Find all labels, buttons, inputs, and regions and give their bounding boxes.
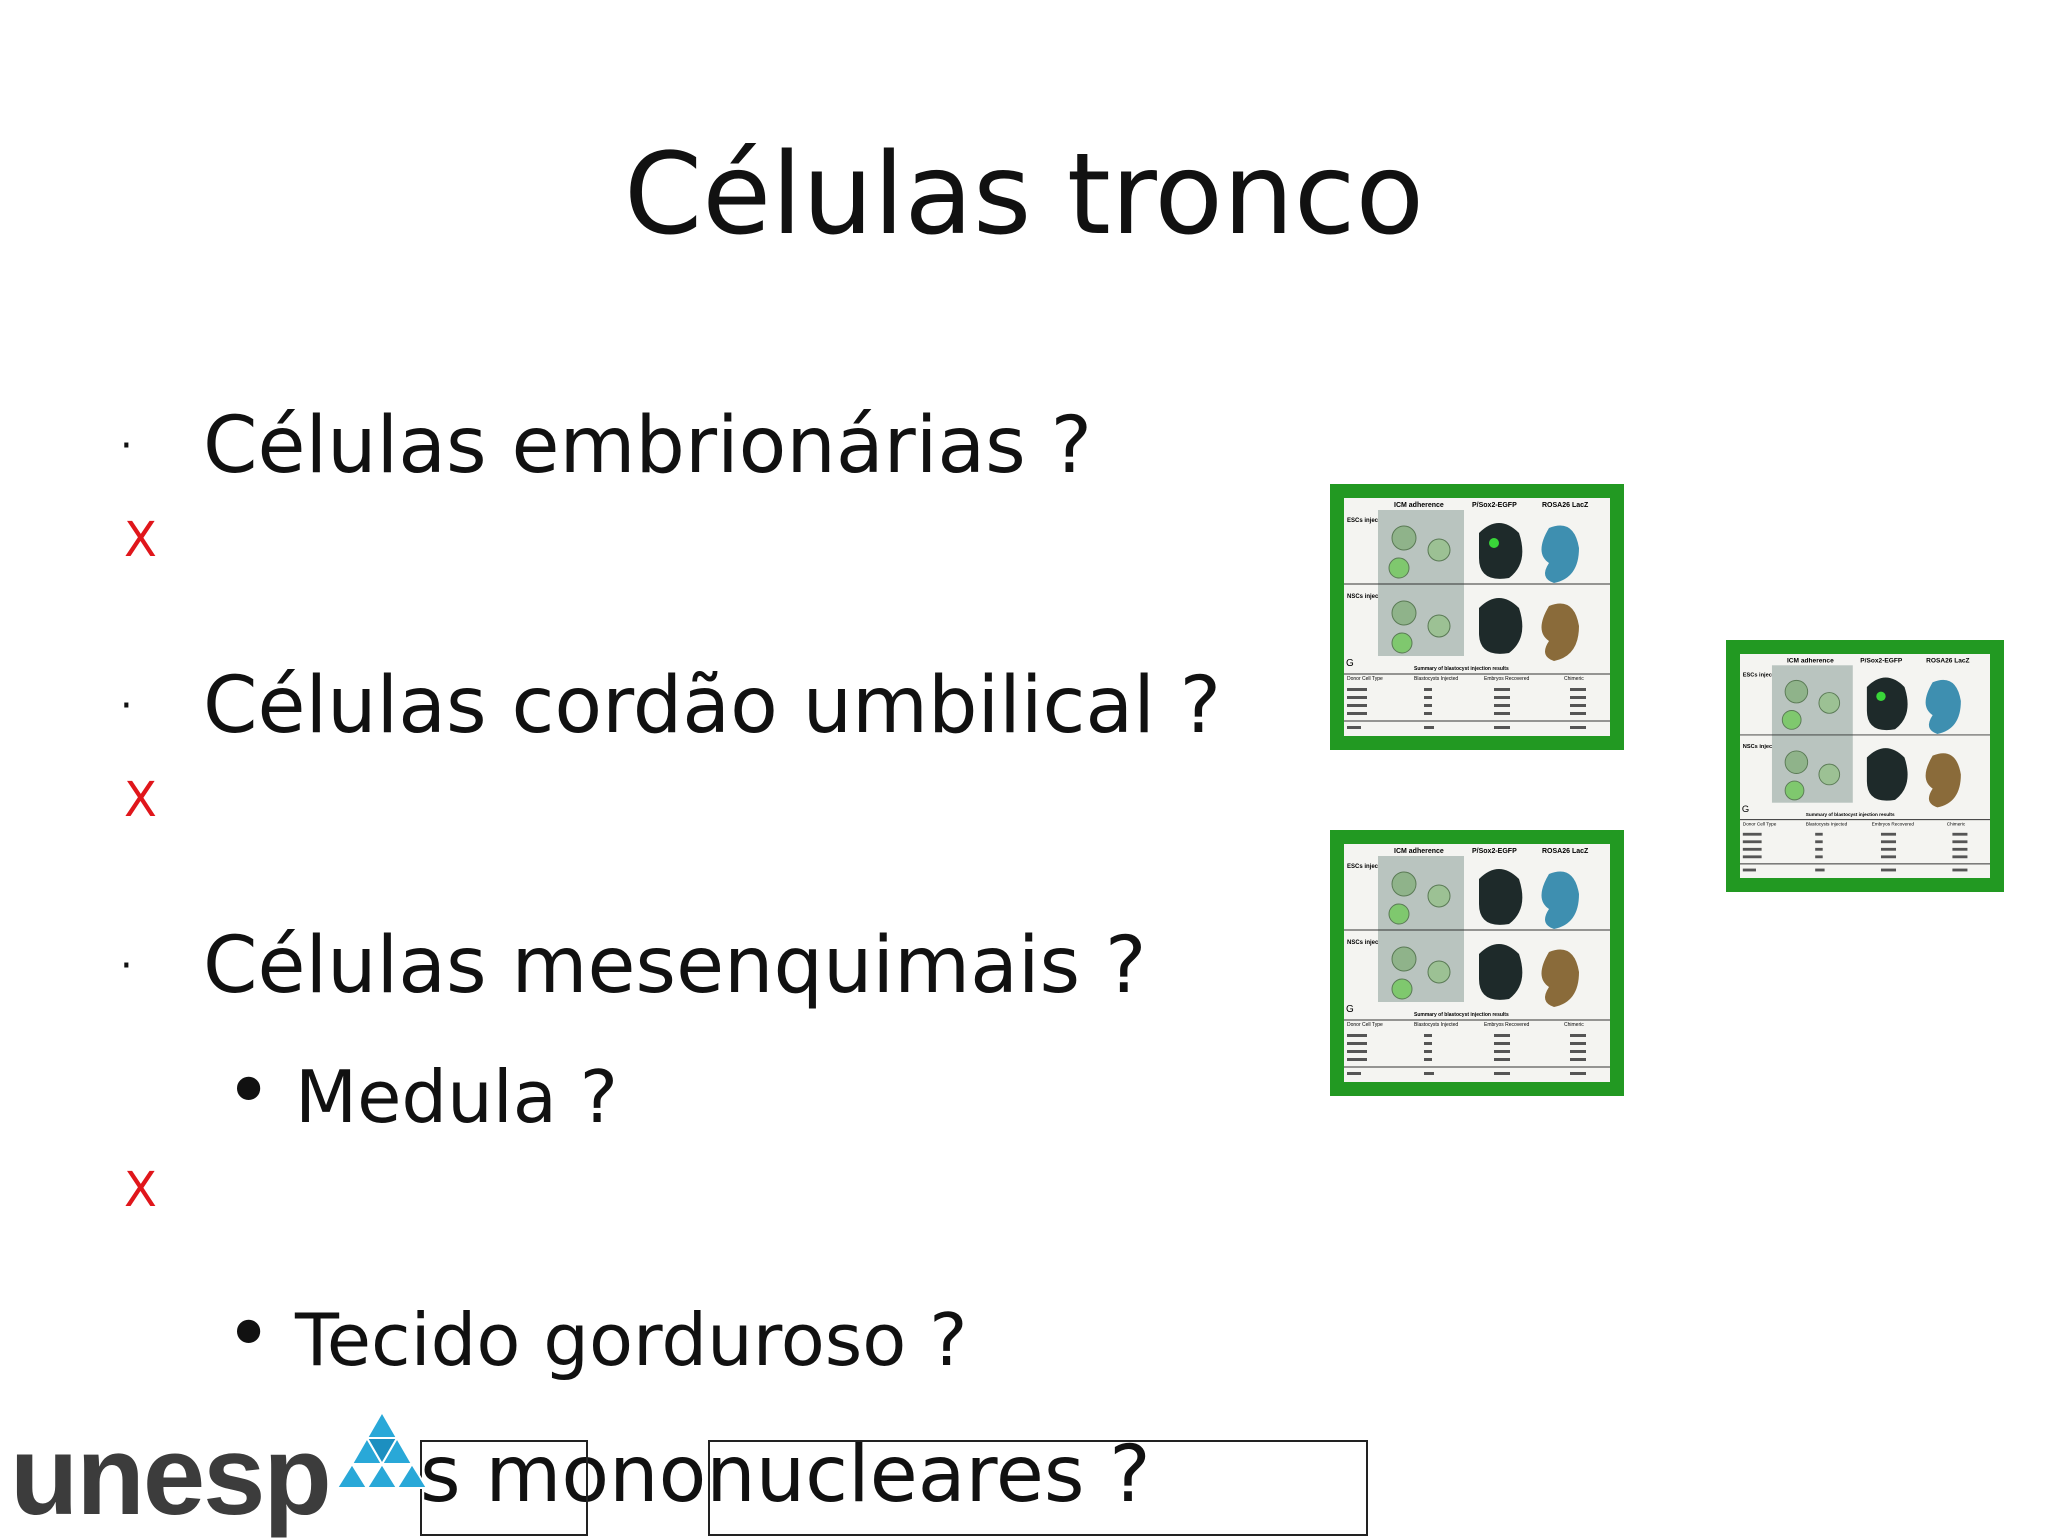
- figure-row-label: NSCs injected: [1347, 940, 1388, 946]
- figure-table-header: Donor Cell Type: [1743, 821, 1777, 826]
- figure-header: P/Sox2-EGFP: [1472, 502, 1517, 509]
- figure-table-header: Donor Cell Type: [1347, 1022, 1383, 1028]
- sub-bullet-text: Tecido gorduroso ?: [295, 1298, 968, 1382]
- figure-table-header: Blastocysts Injected: [1414, 1022, 1458, 1028]
- figure-panel: ICM adherence P/Sox2-EGFP ROSA26 LacZ ES…: [1344, 498, 1610, 736]
- figure-header: ICM adherence: [1394, 848, 1444, 855]
- figure-row-label: ESCs injected: [1347, 864, 1387, 870]
- figure-table-header: Embryos Recovered: [1484, 676, 1530, 682]
- figure-header: ICM adherence: [1394, 502, 1444, 509]
- figure-table-header: Embryos Recovered: [1872, 821, 1915, 826]
- figure-table-header: Chimeric: [1564, 676, 1584, 682]
- figure-header: ICM adherence: [1787, 657, 1834, 664]
- sub-bullet-dot: •: [225, 1044, 273, 1137]
- figure-table-header: Donor Cell Type: [1347, 676, 1383, 682]
- figure-table-title: Summary of blastocyst injection results: [1414, 1012, 1509, 1018]
- sub-bullet-dot: •: [225, 1287, 273, 1380]
- bullet-dot: ·: [120, 423, 133, 469]
- bullet-text: Células mesenquimais ?: [203, 921, 1147, 1011]
- figure-panel-letter: G: [1346, 658, 1354, 669]
- logo-wordmark: unesp: [10, 1413, 332, 1538]
- x-mark: X: [124, 512, 157, 568]
- x-mark: X: [124, 1162, 157, 1218]
- bottom-bullet-text: s mononucleares ?: [420, 1430, 1151, 1520]
- bullet-text: Células embrionárias ?: [203, 401, 1093, 491]
- text-frame-right: [708, 1440, 1368, 1536]
- bullet-text: Células cordão umbilical ?: [203, 661, 1222, 751]
- figure-graphic: ICM adherence P/Sox2-EGFP ROSA26 LacZ ES…: [1740, 657, 1990, 872]
- x-mark: X: [124, 772, 157, 828]
- figure-panel: ICM adherence P/Sox2-EGFP ROSA26 LacZ ES…: [1344, 844, 1610, 1082]
- figure-table-header: Embryos Recovered: [1484, 1022, 1530, 1028]
- stem-cell-figure: ICM adherence P/Sox2-EGFP ROSA26 LacZ ES…: [1330, 484, 1624, 750]
- figure-table-header: Chimeric: [1947, 821, 1966, 826]
- figure-table-title: Summary of blastocyst injection results: [1806, 812, 1895, 817]
- bullet-dot: ·: [120, 683, 133, 729]
- figure-header: P/Sox2-EGFP: [1860, 657, 1903, 664]
- figure-graphic: ICM adherence P/Sox2-EGFP ROSA26 LacZ ES…: [1344, 502, 1610, 729]
- figure-row-label: NSCs injected: [1347, 594, 1388, 600]
- figure-header: ROSA26 LacZ: [1926, 657, 1969, 664]
- figure-panel: ICM adherence P/Sox2-EGFP ROSA26 LacZ ES…: [1740, 654, 1990, 878]
- figure-panel-letter: G: [1742, 803, 1749, 814]
- figure-header: P/Sox2-EGFP: [1472, 848, 1517, 855]
- figure-table-title: Summary of blastocyst injection results: [1414, 666, 1509, 672]
- figure-table-header: Blastocysts Injected: [1806, 821, 1848, 826]
- figure-panel-letter: G: [1346, 1004, 1354, 1015]
- figure-graphic: ICM adherence P/Sox2-EGFP ROSA26 LacZ ES…: [1344, 848, 1610, 1075]
- stem-cell-figure: ICM adherence P/Sox2-EGFP ROSA26 LacZ ES…: [1726, 640, 2004, 892]
- text-frame-left: [420, 1440, 588, 1536]
- figure-row-label: NSCs injected: [1743, 744, 1781, 750]
- figure-row-label: ESCs injected: [1347, 518, 1387, 524]
- slide-title: Células tronco: [623, 130, 1425, 260]
- figure-header: ROSA26 LacZ: [1542, 848, 1589, 855]
- sub-bullet-text: Medula ?: [295, 1055, 618, 1139]
- figure-table-header: Blastocysts Injected: [1414, 676, 1458, 682]
- bullet-dot: ·: [120, 943, 133, 989]
- figure-table-header: Chimeric: [1564, 1022, 1584, 1028]
- figure-header: ROSA26 LacZ: [1542, 502, 1589, 509]
- stem-cell-figure: ICM adherence P/Sox2-EGFP ROSA26 LacZ ES…: [1330, 830, 1624, 1096]
- logo-triangle-mark-icon: [335, 1410, 429, 1489]
- figure-row-label: ESCs injected: [1743, 673, 1781, 679]
- unesp-logo: unesp: [10, 1410, 430, 1536]
